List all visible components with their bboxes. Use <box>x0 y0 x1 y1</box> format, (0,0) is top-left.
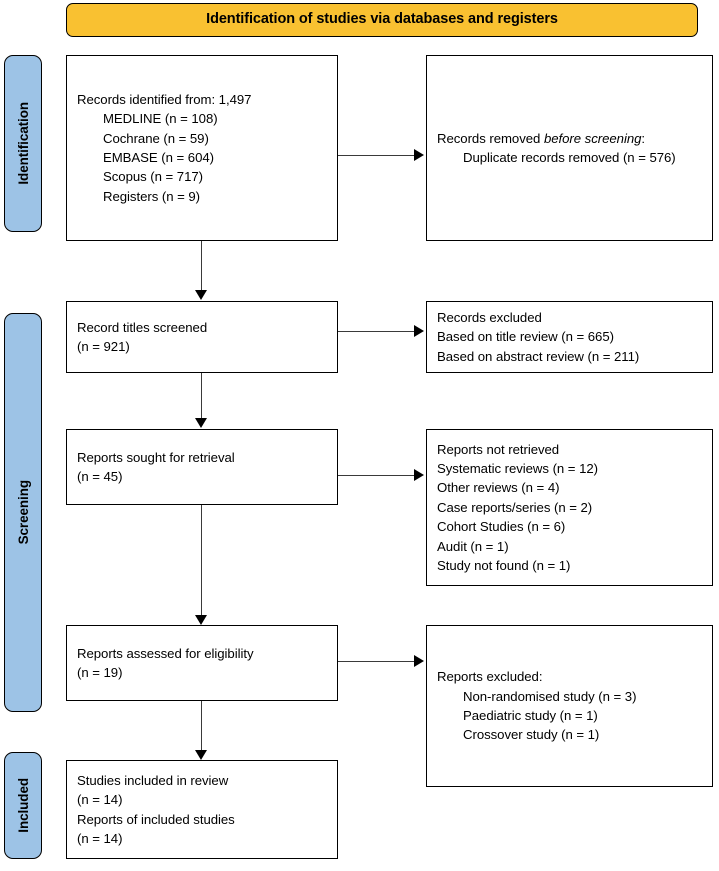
reports-not-retrieved-item-5: Study not found (n = 1) <box>437 558 571 574</box>
records-screened-heading: Record titles screened <box>77 319 208 335</box>
stage-label-included: Included <box>15 778 31 833</box>
reports-not-retrieved-item-1: Other reviews (n = 4) <box>437 480 560 496</box>
reports-not-retrieved-item-3: Cohort Studies (n = 6) <box>437 519 566 535</box>
reports-excluded-item-1: Paediatric study (n = 1) <box>463 708 598 723</box>
box-records-removed-body: Records removed before screening: Duplic… <box>437 129 702 168</box>
records-identified-source-1: Cochrane (n = 59) <box>103 130 209 146</box>
connector-assessed-to-included <box>201 701 203 753</box>
box-studies-included-body: Studies included in review (n = 14) Repo… <box>77 771 327 849</box>
records-identified-source-4: Registers (n = 9) <box>103 188 200 204</box>
records-identified-source-3: Scopus (n = 717) <box>103 169 203 185</box>
box-reports-sought: Reports sought for retrieval (n = 45) <box>66 429 338 505</box>
box-records-screened-body: Record titles screened (n = 921) <box>77 318 327 357</box>
stage-label-screening: Screening <box>15 480 31 545</box>
box-records-identified: Records identified from: 1,497 MEDLINE (… <box>66 55 338 241</box>
arrowhead-sought-to-assessed <box>195 615 207 625</box>
stage-bar-identification: Identification <box>4 55 42 232</box>
records-removed-heading-post: : <box>641 130 646 146</box>
arrowhead-assessed-to-excluded <box>414 655 424 667</box>
box-records-removed: Records removed before screening: Duplic… <box>426 55 713 241</box>
diagram-title: Identification of studies via databases … <box>206 11 558 28</box>
records-identified-source-2: EMBASE (n = 604) <box>103 150 214 165</box>
studies-included-line-3: Reports of included studies <box>77 811 235 827</box>
box-records-excluded: Records excluded Based on title review (… <box>426 301 713 373</box>
connector-screened-to-sought <box>201 373 203 421</box>
records-screened-count: (n = 921) <box>77 339 130 354</box>
stage-label-identification: Identification <box>15 102 31 185</box>
reports-excluded-heading: Reports excluded: <box>437 669 543 685</box>
records-identified-source-0: MEDLINE (n = 108) <box>103 111 218 127</box>
records-removed-heading-italic: before screening <box>543 130 642 146</box>
box-reports-excluded: Reports excluded: Non-randomised study (… <box>426 625 713 787</box>
arrowhead-screened-to-excluded <box>414 325 424 337</box>
records-identified-heading: Records identified from: 1,497 <box>77 91 252 107</box>
reports-sought-heading: Reports sought for retrieval <box>77 449 235 465</box>
reports-assessed-count: (n = 19) <box>77 665 123 680</box>
box-reports-assessed-body: Reports assessed for eligibility (n = 19… <box>77 644 327 683</box>
arrowhead-sought-to-not-retrieved <box>414 469 424 481</box>
connector-sought-to-not-retrieved <box>338 475 416 477</box>
records-excluded-item-0: Based on title review (n = 665) <box>437 329 614 345</box>
reports-not-retrieved-item-0: Systematic reviews (n = 12) <box>437 460 598 476</box>
box-studies-included: Studies included in review (n = 14) Repo… <box>66 760 338 859</box>
reports-not-retrieved-heading: Reports not retrieved <box>437 441 560 457</box>
box-reports-sought-body: Reports sought for retrieval (n = 45) <box>77 448 327 487</box>
connector-sought-to-assessed <box>201 505 203 618</box>
box-records-identified-body: Records identified from: 1,497 MEDLINE (… <box>77 90 327 206</box>
box-records-excluded-body: Records excluded Based on title review (… <box>437 308 702 366</box>
reports-excluded-item-0: Non-randomised study (n = 3) <box>463 688 637 704</box>
reports-excluded-item-2: Crossover study (n = 1) <box>463 727 600 743</box>
arrowhead-identified-to-screened <box>195 290 207 300</box>
box-reports-excluded-body: Reports excluded: Non-randomised study (… <box>437 667 702 745</box>
connector-identified-to-removed <box>338 155 416 157</box>
reports-sought-count: (n = 45) <box>77 469 123 484</box>
connector-identified-to-screened <box>201 241 203 294</box>
arrowhead-assessed-to-included <box>195 750 207 760</box>
stage-bar-screening: Screening <box>4 313 42 712</box>
box-records-screened: Record titles screened (n = 921) <box>66 301 338 373</box>
connector-screened-to-excluded <box>338 331 416 333</box>
box-reports-assessed: Reports assessed for eligibility (n = 19… <box>66 625 338 701</box>
records-removed-heading-pre: Records removed <box>437 130 544 146</box>
studies-included-line-2: (n = 14) <box>77 792 123 808</box>
reports-not-retrieved-item-2: Case reports/series (n = 2) <box>437 499 593 515</box>
box-reports-not-retrieved-body: Reports not retrieved Systematic reviews… <box>437 440 702 576</box>
records-excluded-heading: Records excluded <box>437 309 542 325</box>
studies-included-line-1: Studies included in review <box>77 772 229 788</box>
records-removed-item-0: Duplicate records removed (n = 576) <box>463 150 676 165</box>
arrowhead-identified-to-removed <box>414 149 424 161</box>
arrowhead-screened-to-sought <box>195 418 207 428</box>
reports-assessed-heading: Reports assessed for eligibility <box>77 645 254 661</box>
stage-bar-included: Included <box>4 752 42 859</box>
connector-assessed-to-excluded <box>338 661 416 663</box>
diagram-header-banner: Identification of studies via databases … <box>66 3 698 37</box>
box-reports-not-retrieved: Reports not retrieved Systematic reviews… <box>426 429 713 586</box>
studies-included-line-4: (n = 14) <box>77 830 123 846</box>
reports-not-retrieved-item-4: Audit (n = 1) <box>437 538 509 554</box>
records-excluded-item-1: Based on abstract review (n = 211) <box>437 348 640 364</box>
records-removed-heading: Records removed before screening: <box>437 129 702 148</box>
